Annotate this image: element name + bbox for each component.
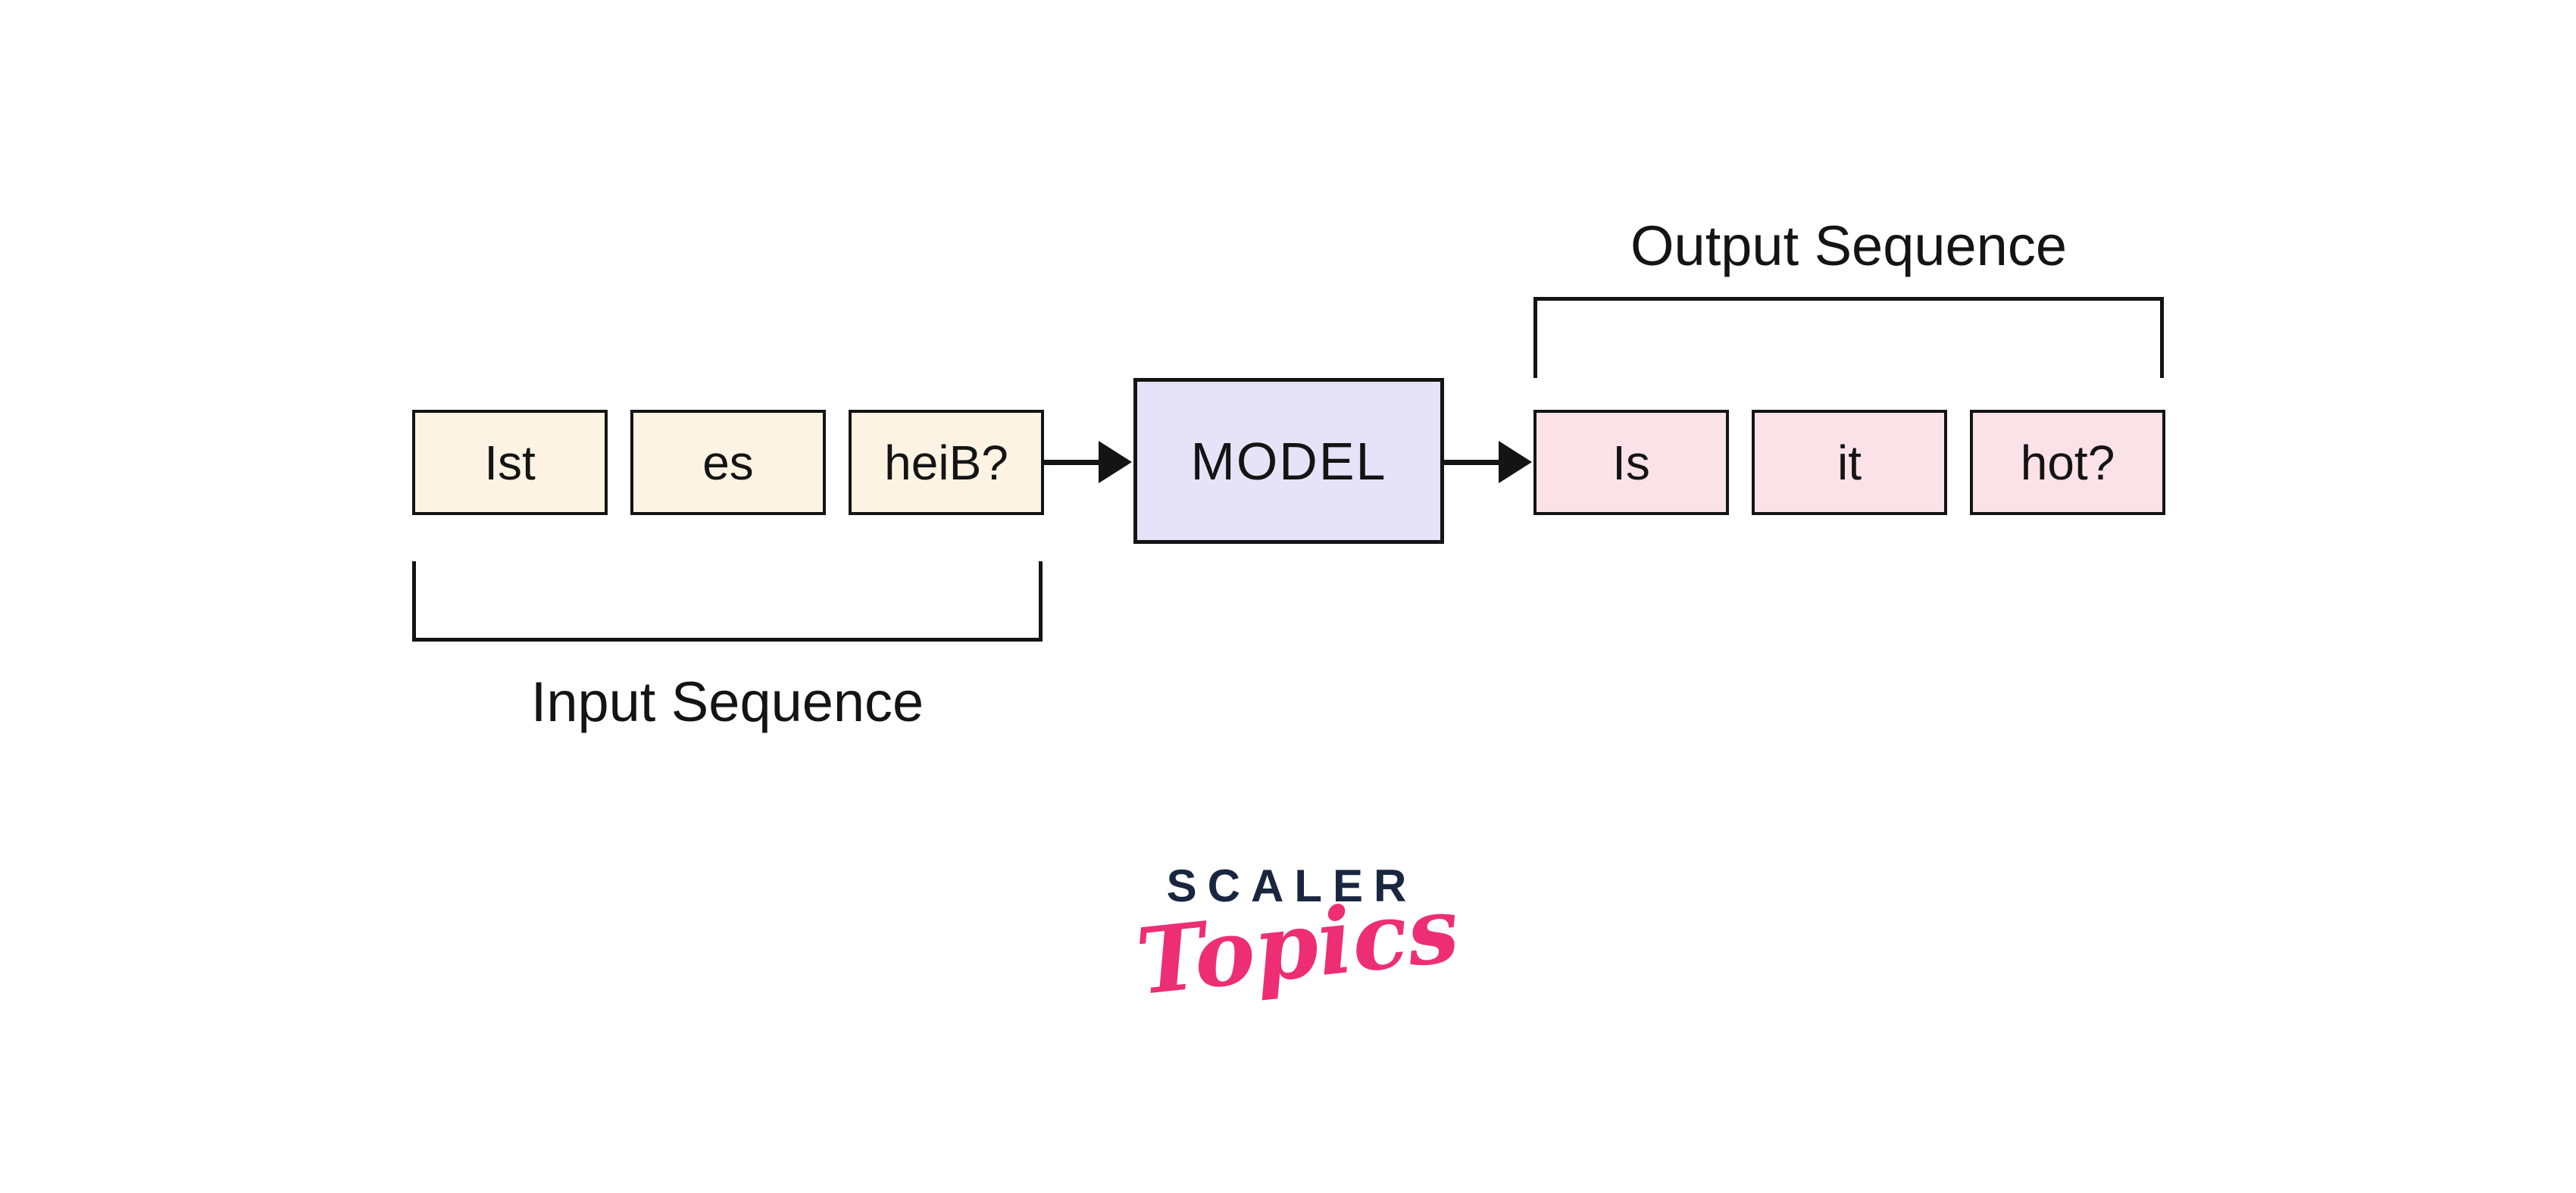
arrow-right-icon <box>1444 441 1532 483</box>
input-sequence-label: Input Sequence <box>530 670 924 733</box>
arrow-head <box>1499 441 1532 483</box>
output-sequence-bracket <box>1533 297 2164 378</box>
arrow-shaft <box>1444 459 1502 465</box>
output-token-label: hot? <box>2020 435 2115 490</box>
output-token-box: hot? <box>1970 410 2165 515</box>
input-token-label: es <box>702 435 754 490</box>
scaler-wordmark: SCALER <box>1166 860 1418 911</box>
scaler-topics-logo: SCALER Topics <box>1132 860 1464 1017</box>
model-label: MODEL <box>1190 431 1387 491</box>
arrow-head <box>1099 441 1132 483</box>
output-token-box: Is <box>1533 410 1729 515</box>
input-token-box: es <box>630 410 826 515</box>
output-token-label: Is <box>1612 435 1650 490</box>
output-token-box: it <box>1752 410 1947 515</box>
input-token-box: Ist <box>412 410 608 515</box>
model-box: MODEL <box>1133 378 1444 544</box>
output-token-label: it <box>1837 435 1862 490</box>
input-sequence-bracket <box>412 561 1043 642</box>
input-token-box: heiB? <box>849 410 1044 515</box>
arrow-right-icon <box>1044 441 1132 483</box>
output-sequence-label: Output Sequence <box>1630 214 2067 277</box>
input-token-label: Ist <box>484 435 536 490</box>
arrow-shaft <box>1044 459 1102 465</box>
input-token-label: heiB? <box>884 435 1008 490</box>
